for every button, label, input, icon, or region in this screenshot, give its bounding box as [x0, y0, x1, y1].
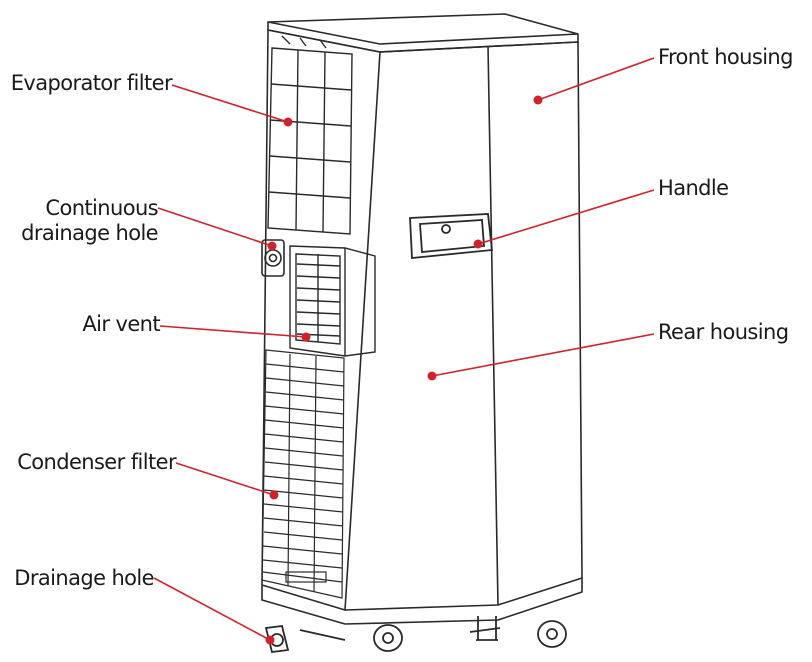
dot-condenser-filter [269, 490, 279, 500]
label-air-vent: Air vent [82, 312, 160, 336]
label-rear-housing: Rear housing [658, 320, 789, 344]
bottom-parts [264, 616, 567, 653]
label-drainage-hole: Drainage hole [14, 566, 154, 590]
drain-housing [261, 239, 285, 277]
label-evaporator-filter: Evaporator filter [10, 71, 173, 95]
drain-cap [264, 249, 282, 267]
unit-base [261, 578, 583, 625]
callout-line-air-vent [159, 325, 307, 338]
unit-front-body [344, 41, 583, 611]
air-vent-inner [295, 253, 341, 345]
callout-line-drainage-hole [153, 577, 271, 641]
callout-lines [153, 57, 655, 641]
label-handle: Handle [658, 176, 729, 200]
evaporator-filter-grid [267, 35, 353, 235]
callout-line-condenser-filter [175, 462, 275, 496]
callout-line-continuous-drainage-hole [157, 207, 273, 247]
base-rails [299, 627, 501, 641]
dot-air-vent [301, 332, 311, 342]
handle-recess [409, 213, 493, 259]
label-continuous-drainage-hole-line1: Continuous [45, 196, 158, 220]
wheel-front-left [373, 624, 403, 652]
air-vent-shape [289, 245, 376, 357]
label-front-housing: Front housing [658, 45, 793, 69]
callout-line-handle [477, 189, 655, 245]
label-continuous-drainage-hole-line2: drainage hole [21, 220, 158, 245]
dot-continuous-drainage-hole [267, 241, 277, 251]
housing-seam [487, 45, 499, 606]
unit-outline [261, 13, 583, 625]
wheel-front-left-hub [382, 632, 394, 644]
label-continuous-drainage-hole: Continuous drainage hole [21, 196, 158, 246]
drain-cap-center [268, 253, 278, 263]
condenser-filter-cols [287, 353, 317, 593]
unit-left-panel [261, 29, 381, 611]
wheel-front-right [537, 620, 567, 648]
callout-dots [265, 95, 543, 645]
callout-line-front-housing [537, 57, 655, 101]
evaporator-filter-rows [268, 83, 352, 199]
evaporator-filter-cols [295, 49, 326, 233]
condenser-filter-slats [262, 363, 345, 583]
callout-line-rear-housing [431, 333, 655, 377]
handle-grip [419, 219, 485, 253]
condenser-filter-frame [261, 349, 345, 599]
condenser-filter-grille [261, 349, 345, 599]
callout-line-evaporator-filter [171, 84, 289, 123]
filter-tabs [281, 35, 327, 49]
dot-front-housing [533, 95, 543, 105]
evaporator-filter-frame [267, 47, 353, 235]
dot-rear-housing [427, 371, 437, 381]
label-condenser-filter: Condenser filter [17, 450, 176, 474]
wheel-bracket [476, 616, 498, 641]
condenser-filter-tag [285, 571, 327, 583]
handle-screw [441, 224, 451, 234]
dot-evaporator-filter [283, 117, 293, 127]
dot-handle [473, 239, 483, 249]
handle-shape [409, 213, 493, 259]
dot-drainage-hole [265, 635, 275, 645]
wheel-front-right-hub [546, 628, 558, 640]
